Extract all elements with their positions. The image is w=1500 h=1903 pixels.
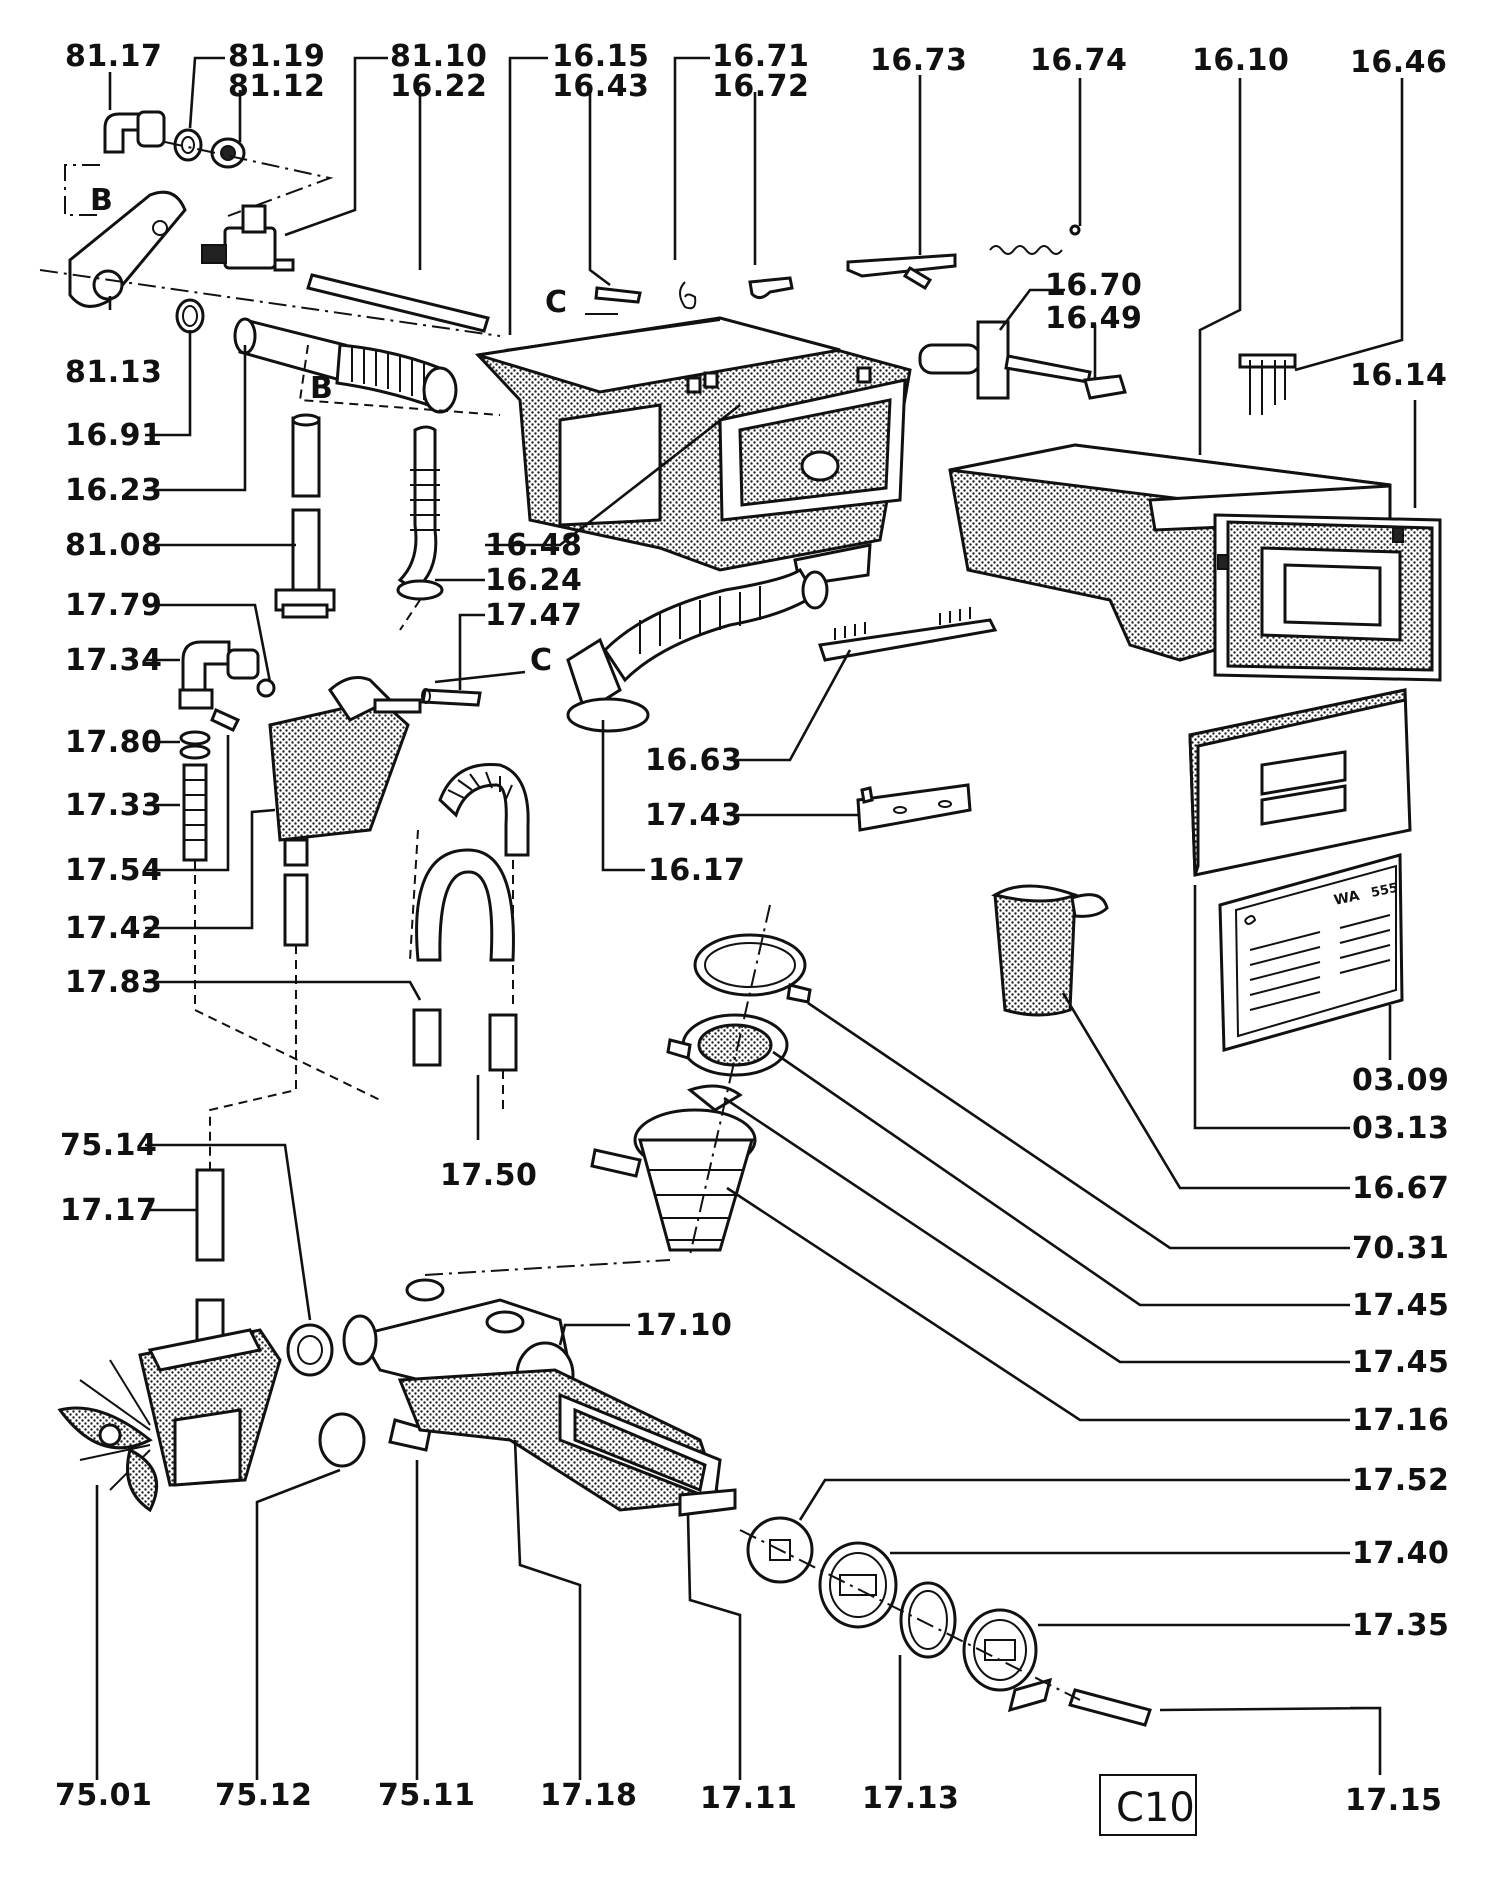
- small-hardware: [585, 224, 1081, 315]
- callout-16-22: 16.22: [390, 69, 487, 104]
- fill-hose: [421, 567, 829, 733]
- callout-81-12: 81.12: [228, 69, 325, 104]
- rod: [306, 273, 490, 333]
- callout-81-10: 81.10: [390, 39, 487, 74]
- callout-16-23: 16.23: [65, 473, 162, 508]
- callout-labels: 81.17 81.19 81.12 81.10 16.22 16.15 16.4…: [55, 39, 1449, 1818]
- callout-16-46: 16.46: [1350, 45, 1447, 80]
- callout-16-15: 16.15: [552, 39, 649, 74]
- callout-17-42: 17.42: [65, 911, 162, 946]
- callout-16-43: 16.43: [552, 69, 649, 104]
- callout-16-74: 16.74: [1030, 43, 1127, 78]
- callout-17-40: 17.40: [1352, 1536, 1449, 1571]
- callout-16-17: 16.17: [648, 853, 745, 888]
- callout-81-19: 81.19: [228, 39, 325, 74]
- connection-letter-b-top: B: [90, 183, 113, 218]
- c-leader: [434, 670, 526, 684]
- callout-16-63: 16.63: [645, 743, 742, 778]
- filter-cap-parts: [739, 1516, 1152, 1727]
- dispenser-housing: [474, 316, 912, 587]
- callout-17-45b: 17.45: [1352, 1345, 1449, 1380]
- page-label-text: C10: [1116, 1785, 1195, 1831]
- callout-17-45a: 17.45: [1352, 1288, 1449, 1323]
- drain-hoses: [409, 762, 530, 1110]
- callout-16-71: 16.71: [712, 39, 809, 74]
- callout-81-08: 81.08: [65, 528, 162, 563]
- clip: [1238, 353, 1297, 415]
- callout-03-09: 03.09: [1352, 1063, 1449, 1098]
- callout-70-31: 70.31: [1352, 1231, 1449, 1266]
- callout-17-50: 17.50: [440, 1158, 537, 1193]
- callout-17-35: 17.35: [1352, 1608, 1449, 1643]
- sump-body: [342, 1259, 737, 1517]
- callout-17-15: 17.15: [1345, 1783, 1442, 1818]
- callout-16-49: 16.49: [1045, 301, 1142, 336]
- callout-17-54: 17.54: [65, 853, 162, 888]
- callout-17-83: 17.83: [65, 965, 162, 1000]
- callout-17-10: 17.10: [635, 1308, 732, 1343]
- callout-75-12: 75.12: [215, 1778, 312, 1813]
- callout-17-43: 17.43: [645, 798, 742, 833]
- drain-pump: [57, 1168, 432, 1513]
- callout-03-13: 03.13: [1352, 1111, 1449, 1146]
- callout-75-11: 75.11: [378, 1778, 475, 1813]
- connection-letter-c-mid: C: [530, 643, 552, 678]
- connection-letter-b-mid: B: [310, 371, 333, 406]
- callout-16-72: 16.72: [712, 69, 809, 104]
- strips: [818, 607, 998, 832]
- callout-17-80: 17.80: [65, 725, 162, 760]
- nameplate-number: 555: [1370, 881, 1400, 901]
- callout-17-47: 17.47: [485, 598, 582, 633]
- callout-75-14: 75.14: [60, 1128, 157, 1163]
- leader-lines: [95, 56, 1417, 1780]
- callout-75-01: 75.01: [55, 1778, 152, 1813]
- callout-17-79: 17.79: [65, 588, 162, 623]
- callout-16-10: 16.10: [1192, 43, 1289, 78]
- callout-81-13: 81.13: [65, 355, 162, 390]
- callout-17-13: 17.13: [862, 1781, 959, 1816]
- callout-17-33: 17.33: [65, 788, 162, 823]
- nameplate-model: WA: [1333, 888, 1362, 909]
- callout-17-16: 17.16: [1352, 1403, 1449, 1438]
- callout-16-70: 16.70: [1045, 268, 1142, 303]
- callout-16-48: 16.48: [485, 528, 582, 563]
- measuring-cup: [991, 884, 1109, 1017]
- callout-17-52: 17.52: [1352, 1463, 1449, 1498]
- left-hoses: [274, 344, 501, 631]
- control-panel: WA 555: [1188, 688, 1412, 1052]
- callout-17-34: 17.34: [65, 643, 162, 678]
- callout-16-24: 16.24: [485, 563, 582, 598]
- lid-solenoid: [918, 320, 1127, 400]
- callout-17-18: 17.18: [540, 1778, 637, 1813]
- callout-16-14: 16.14: [1350, 358, 1447, 393]
- callout-17-11: 17.11: [700, 1781, 797, 1816]
- page-label: C10: [1099, 1774, 1197, 1836]
- pressure-switch-assembly: [178, 640, 422, 1180]
- callout-81-17: 81.17: [65, 39, 162, 74]
- connection-letter-c-top: C: [545, 285, 567, 320]
- callout-16-91: 16.91: [65, 418, 162, 453]
- detergent-drawer: [948, 443, 1442, 682]
- dispenser-hose: [233, 317, 458, 414]
- callout-16-73: 16.73: [870, 43, 967, 78]
- sump-parts: [590, 904, 812, 1256]
- callout-17-17: 17.17: [60, 1193, 157, 1228]
- callout-16-67: 16.67: [1352, 1171, 1449, 1206]
